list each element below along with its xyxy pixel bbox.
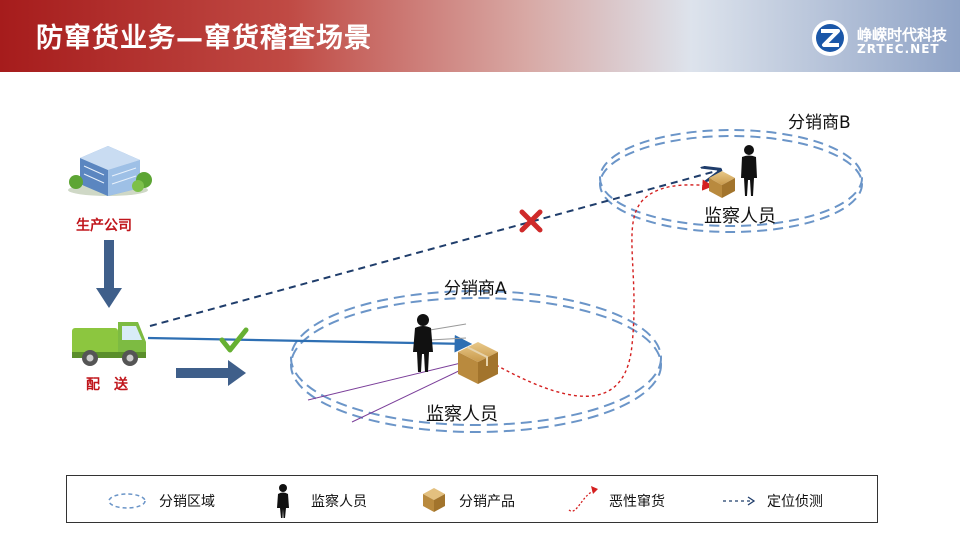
legend-label-cross-selling: 恶性窜货 xyxy=(609,494,665,510)
monitor-b-label: 监察人员 xyxy=(704,206,776,227)
truck-label: 配 送 xyxy=(86,377,128,393)
company-logo: 峥嵘时代科技 ZRTEC.NET xyxy=(810,18,950,62)
dashed-arrow-icon xyxy=(723,496,756,506)
title-banner: 防窜货业务—窜货稽查场景 峥嵘时代科技 ZRTEC.NET xyxy=(0,0,960,72)
legend-item-cross-selling: 恶性窜货 xyxy=(567,476,707,522)
legend-item-product: 分销产品 xyxy=(421,476,551,522)
monitor-a-person-icon xyxy=(413,314,433,372)
legend-label-locating: 定位侦测 xyxy=(767,494,823,510)
truck-icon xyxy=(72,322,146,366)
monitor-b-person-icon xyxy=(741,145,757,196)
factory-building-icon xyxy=(68,146,152,196)
red-dotted-arrow-icon xyxy=(568,486,598,512)
factory-label: 生产公司 xyxy=(76,218,132,234)
legend-item-locating: 定位侦测 xyxy=(721,476,861,522)
legend-label-product: 分销产品 xyxy=(459,494,515,510)
page-title: 防窜货业务—窜货稽查场景 xyxy=(36,23,372,54)
legend-label-monitor: 监察人员 xyxy=(311,494,367,510)
logo-icon xyxy=(812,20,848,56)
zone-b-label: 分销商B xyxy=(788,113,851,133)
scanner-beam xyxy=(307,323,467,423)
product-box-b-icon xyxy=(709,171,735,198)
logo-name: 峥嵘时代科技 xyxy=(857,26,948,44)
logo-subtitle: ZRTEC.NET xyxy=(857,42,940,56)
legend-label-zone: 分销区域 xyxy=(159,494,215,510)
supply-down-arrow xyxy=(96,240,122,308)
monitor-a-label: 监察人员 xyxy=(426,404,498,425)
legend-item-monitor: 监察人员 xyxy=(273,476,403,522)
zone-a-label: 分销商A xyxy=(444,279,507,299)
cross-selling-path xyxy=(495,179,714,397)
legend-box: 分销区域 监察人员 分销产品 恶性窜货 定位侦测 xyxy=(66,475,878,523)
legend-item-zone: 分销区域 xyxy=(107,476,227,522)
zone-ellipse-icon xyxy=(108,493,146,509)
zone-a-ellipse xyxy=(290,290,662,433)
person-icon xyxy=(277,484,289,518)
box-icon xyxy=(423,488,445,512)
product-box-a-icon xyxy=(458,342,498,384)
zone-b-ellipse xyxy=(599,129,863,233)
check-mark-icon xyxy=(219,327,249,353)
delivery-right-arrow xyxy=(176,360,246,386)
locating-dashed-line xyxy=(149,170,720,327)
cross-mark-icon xyxy=(519,209,543,233)
